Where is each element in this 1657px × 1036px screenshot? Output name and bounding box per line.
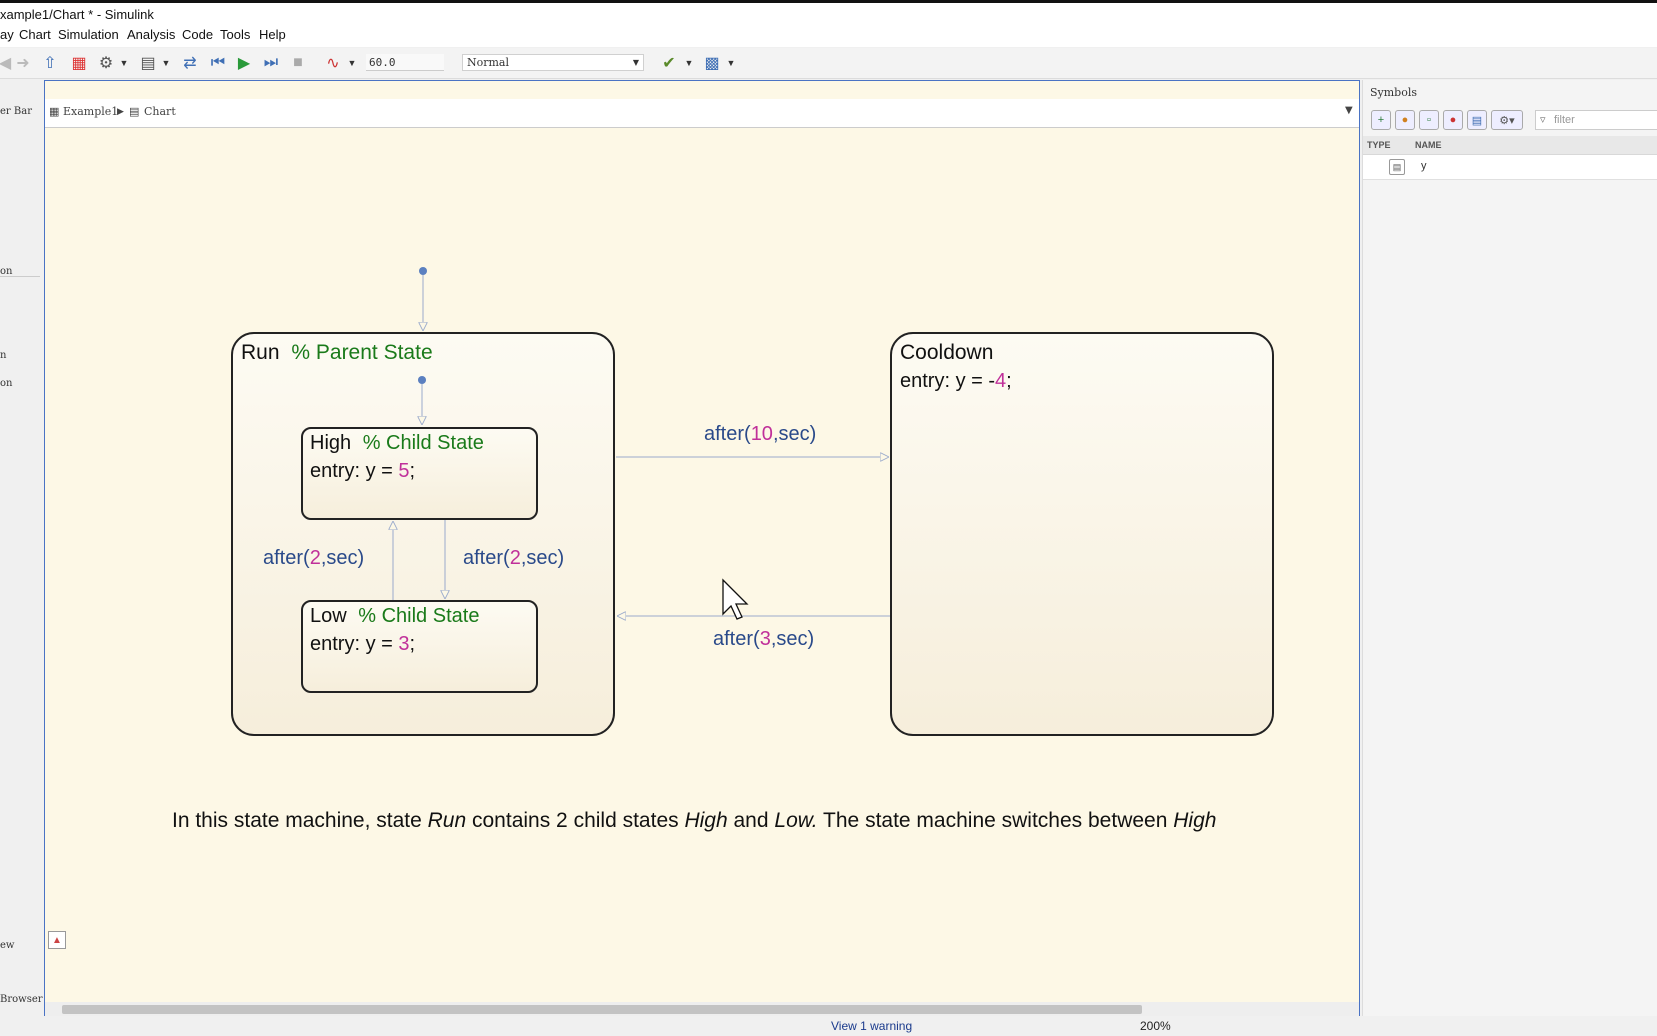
model-explorer-icon[interactable]: ▤ [140, 55, 156, 72]
grid-icon[interactable]: ▩ [704, 55, 720, 72]
left-label: n [0, 350, 7, 361]
state-cooldown[interactable] [890, 332, 1274, 736]
simulation-mode-value: Normal [467, 56, 510, 69]
chart-diagram: Run % Parent State High % Child State en… [172, 267, 1274, 832]
menu-display[interactable]: ay [0, 27, 14, 42]
state-cooldown-label: Cooldown [900, 341, 993, 364]
settings-dropdown-icon[interactable]: ⚙▾ [1491, 110, 1523, 130]
left-label: on [0, 378, 13, 389]
transition-cooldown-to-run-label[interactable]: after(3,sec) [713, 628, 814, 650]
add-data-icon[interactable]: + [1371, 110, 1391, 130]
browser-label[interactable]: Browser [0, 994, 43, 1005]
breadcrumb-chart[interactable]: Chart [144, 105, 176, 118]
table-row[interactable]: ▤ y [1363, 155, 1657, 180]
check-icon[interactable]: ✔ [662, 55, 676, 72]
status-warning[interactable]: View 1 warning [831, 1019, 913, 1033]
menu-simulation[interactable]: Simulation [58, 27, 119, 42]
left-label: on [0, 266, 13, 277]
stop-icon[interactable]: ■ [293, 54, 303, 71]
filter-placeholder: filter [1554, 114, 1575, 126]
symbols-table-header: TYPE NAME [1363, 136, 1657, 155]
horizontal-scrollbar[interactable] [45, 1002, 1359, 1016]
model-browser-label[interactable]: er Bar [0, 106, 32, 117]
step-back-icon[interactable]: ⇄ [183, 55, 197, 72]
step-backward-icon[interactable]: ⏮ [210, 54, 226, 71]
chevron-down-icon: ▼ [632, 58, 639, 67]
hide-show-explorer-icon[interactable]: ▲ [48, 931, 66, 949]
menu-chart[interactable]: Chart [19, 27, 51, 42]
symbols-pane: Symbols + ● ▫ ● ▤ ⚙▾ ▿ filter TYPE NAME … [1362, 80, 1657, 1016]
chevron-down-icon[interactable]: ▼ [161, 58, 171, 68]
chevron-down-icon[interactable]: ▼ [119, 58, 129, 68]
model-icon: ▦ [49, 105, 60, 118]
chevron-down-icon[interactable]: ▼ [1345, 105, 1353, 116]
state-high-entry: entry: y = 5; [310, 460, 415, 482]
run-icon[interactable]: ▶ [237, 55, 251, 72]
transition-run-to-cooldown-label[interactable]: after(10,sec) [704, 423, 816, 445]
title-bar: xample1/Chart * - Simulink [0, 3, 1657, 27]
menu-analysis[interactable]: Analysis [127, 27, 176, 42]
filter-input[interactable]: ▿ filter [1535, 110, 1657, 130]
mouse-cursor-icon [722, 578, 749, 620]
window-title: xample1/Chart * - Simulink [0, 7, 154, 22]
state-low[interactable] [301, 600, 538, 693]
add-event-icon[interactable]: ● [1395, 110, 1415, 130]
chart-icon: ▤ [129, 105, 140, 118]
default-transition-dot[interactable] [418, 376, 426, 384]
forward-arrow-icon[interactable]: ➜ [16, 55, 30, 72]
back-arrow-icon[interactable]: ◀ [0, 55, 12, 72]
top-edge [0, 0, 1657, 3]
filter-icon: ▿ [1540, 114, 1546, 126]
column-name[interactable]: NAME [1415, 140, 1442, 150]
menu-tools[interactable]: Tools [220, 27, 251, 42]
state-cooldown-entry: entry: y = -4; [900, 370, 1012, 392]
chevron-right-icon: ▶ [117, 107, 124, 117]
local-data-icon: ▤ [1389, 159, 1405, 175]
chevron-down-icon[interactable]: ▼ [347, 58, 357, 68]
step-forward-icon[interactable]: ⏭ [263, 54, 279, 71]
chevron-down-icon[interactable]: ▼ [684, 58, 694, 68]
transition-low-to-high-label[interactable]: after(2,sec) [263, 547, 364, 569]
state-high[interactable] [301, 427, 538, 520]
menu-code[interactable]: Code [182, 27, 214, 42]
model-browser-panel: er Bar on n on ew Browser [0, 80, 45, 1015]
menu-help[interactable]: Help [259, 27, 286, 42]
breadcrumb: ▦ Example1 ▶ ▤ Chart ▼ [45, 99, 1359, 128]
simulation-mode-select[interactable]: Normal ▼ [462, 54, 644, 71]
state-run-label: Run % Parent State [241, 341, 433, 364]
breadcrumb-model[interactable]: Example1 [63, 105, 119, 118]
inspect-icon[interactable]: ▤ [1467, 110, 1487, 130]
up-arrow-icon[interactable]: ⇧ [43, 55, 57, 72]
menu-bar: ay Chart Simulation Analysis Code Tools … [0, 27, 1657, 47]
transition-high-to-low-label[interactable]: after(2,sec) [463, 547, 564, 569]
scope-icon[interactable]: ∿ [326, 55, 340, 72]
stateflow-canvas[interactable]: Run % Parent State High % Child State en… [45, 128, 1359, 996]
resolve-icon[interactable]: ● [1443, 110, 1463, 130]
state-high-label: High % Child State [310, 432, 484, 454]
left-label: ew [0, 940, 15, 951]
toolbar: ◀ ➜ ⇧ ▦ ⚙ ▼ ▤ ▼ ⇄ ⏮ ▶ ⏭ ■ ∿ ▼ 60.0 Norma… [0, 48, 1657, 79]
status-bar: View 1 warning 200% [0, 1016, 1657, 1036]
symbol-name[interactable]: y [1421, 160, 1427, 172]
default-transition-dot[interactable] [419, 267, 427, 275]
gear-icon[interactable]: ⚙ [98, 55, 114, 72]
scrollbar-thumb[interactable] [62, 1005, 1142, 1014]
state-low-label: Low % Child State [310, 605, 479, 627]
chevron-down-icon[interactable]: ▼ [726, 58, 736, 68]
library-browser-icon[interactable]: ▦ [71, 55, 87, 72]
chart-annotation[interactable]: In this state machine, state Run contain… [172, 809, 1216, 832]
stop-time-field[interactable]: 60.0 [366, 54, 444, 71]
divider [0, 276, 40, 277]
column-type[interactable]: TYPE [1367, 140, 1391, 150]
add-message-icon[interactable]: ▫ [1419, 110, 1439, 130]
symbols-title: Symbols [1370, 86, 1418, 99]
status-zoom: 200% [1140, 1019, 1171, 1033]
chart-editor: ▦ Example1 ▶ ▤ Chart ▼ Run [44, 80, 1360, 1016]
state-low-entry: entry: y = 3; [310, 633, 415, 655]
